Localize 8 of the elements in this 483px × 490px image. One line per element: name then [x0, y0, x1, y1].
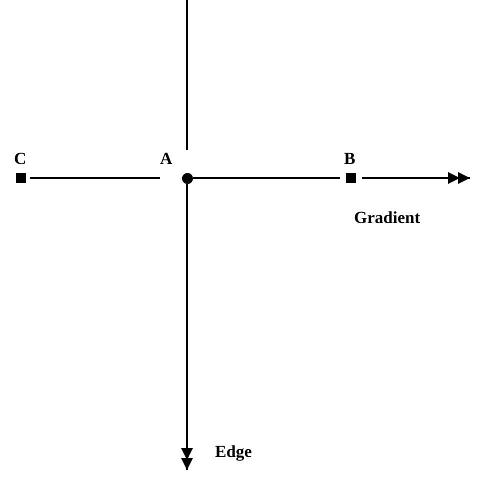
point-label: C	[14, 150, 26, 168]
edge-label: Edge	[213, 442, 254, 462]
line	[193, 177, 340, 179]
point-label: A	[160, 150, 172, 168]
labeled-point	[160, 150, 193, 184]
line	[30, 177, 160, 179]
point-label: B	[344, 150, 356, 168]
line	[186, 0, 188, 150]
